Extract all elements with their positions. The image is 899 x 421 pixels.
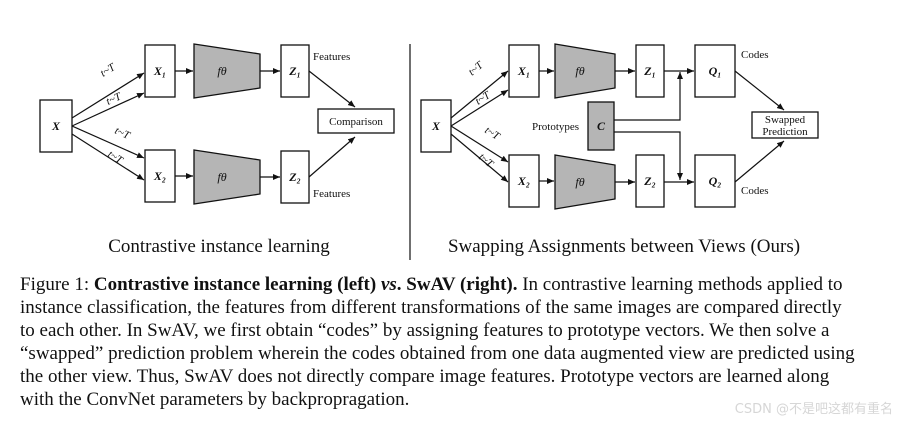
right-encoder-bottom-label: fθ (575, 175, 584, 189)
left-x-box (39, 99, 73, 153)
left-subcaption: Contrastive instance learning (108, 236, 330, 257)
left-x1-box (144, 44, 176, 98)
prototypes-c-box (587, 101, 615, 151)
left-encoder-top-label: fθ (217, 64, 226, 78)
caption-bold-vs: vs (380, 274, 397, 295)
prototypes-label: Prototypes (532, 121, 579, 133)
watermark: CSDN @不是吧这都有重名 (734, 402, 893, 417)
right-z2-box (635, 154, 665, 208)
right-z1-box (635, 44, 665, 98)
right-t-label-2: t~T (473, 89, 493, 108)
comparison-box (317, 108, 395, 134)
left-t-label-1: t~T (98, 61, 118, 80)
left-panel: X t~T t~T t~T t~T X₁ X₂ fθ fθ Z₁ Z₂ Feat… (39, 43, 395, 257)
right-t-label-3: t~T (482, 124, 502, 143)
right-x2-label: X₂ (517, 174, 530, 188)
left-features-bottom: Features (313, 188, 350, 200)
left-x1-label: X₁ (153, 64, 166, 78)
caption-bold-b: . SwAV (right). (396, 274, 518, 295)
left-z2-label: Z₂ (288, 170, 301, 184)
left-t-label-4: t~T (105, 148, 125, 167)
right-t-label-1: t~T (466, 59, 486, 78)
figure-caption: Figure 1: Contrastive instance learning … (20, 273, 860, 411)
codes-bottom-label: Codes (741, 185, 769, 197)
left-t-label-2: t~T (104, 90, 124, 107)
swapped-prediction-box (751, 111, 819, 139)
right-x-box (420, 99, 452, 153)
swapped-line2: Prediction (762, 126, 808, 138)
left-encoder-bottom-label: fθ (217, 170, 226, 184)
right-z2-label: Z₂ (643, 174, 656, 188)
left-t-label-3: t~T (113, 125, 133, 142)
left-features-top: Features (313, 51, 350, 63)
right-q2-box (694, 154, 736, 208)
left-encoder-top (193, 43, 261, 99)
right-encoder-top-label: fθ (575, 64, 584, 78)
codes-top-label: Codes (741, 49, 769, 61)
left-x-label: X (51, 119, 61, 133)
left-encoder-bottom (193, 149, 261, 205)
caption-bold-a: Contrastive instance learning (left) (93, 274, 381, 295)
left-x2-box (144, 149, 176, 203)
right-t-label-4: t~T (476, 151, 496, 170)
right-encoder-top (554, 43, 616, 99)
right-subcaption: Swapping Assignments between Views (Ours… (448, 236, 800, 257)
caption-body: In contrastive learning methods applied … (20, 274, 855, 410)
swapped-line1: Swapped (765, 114, 806, 126)
right-q2-label: Q₂ (709, 174, 722, 188)
caption-prefix: Figure 1: (20, 274, 94, 295)
prototypes-c-label: C (597, 119, 606, 133)
right-x-label: X (431, 119, 441, 133)
right-encoder-bottom (554, 154, 616, 210)
swav-diagram: X t~T t~T t~T t~T X₁ X₂ fθ fθ Z₁ Z₂ Feat… (39, 43, 819, 260)
comparison-label: Comparison (329, 116, 383, 128)
right-panel: X t~T t~T t~T t~T X₁ X₂ fθ fθ Z₁ Z₂ Prot… (420, 43, 819, 257)
left-x2-label: X₂ (153, 169, 166, 183)
right-x2-box (508, 154, 540, 208)
right-q1-label: Q₁ (709, 64, 722, 78)
right-x1-label: X₁ (517, 64, 530, 78)
left-z1-label: Z₁ (288, 64, 301, 78)
right-z1-label: Z₁ (643, 64, 656, 78)
